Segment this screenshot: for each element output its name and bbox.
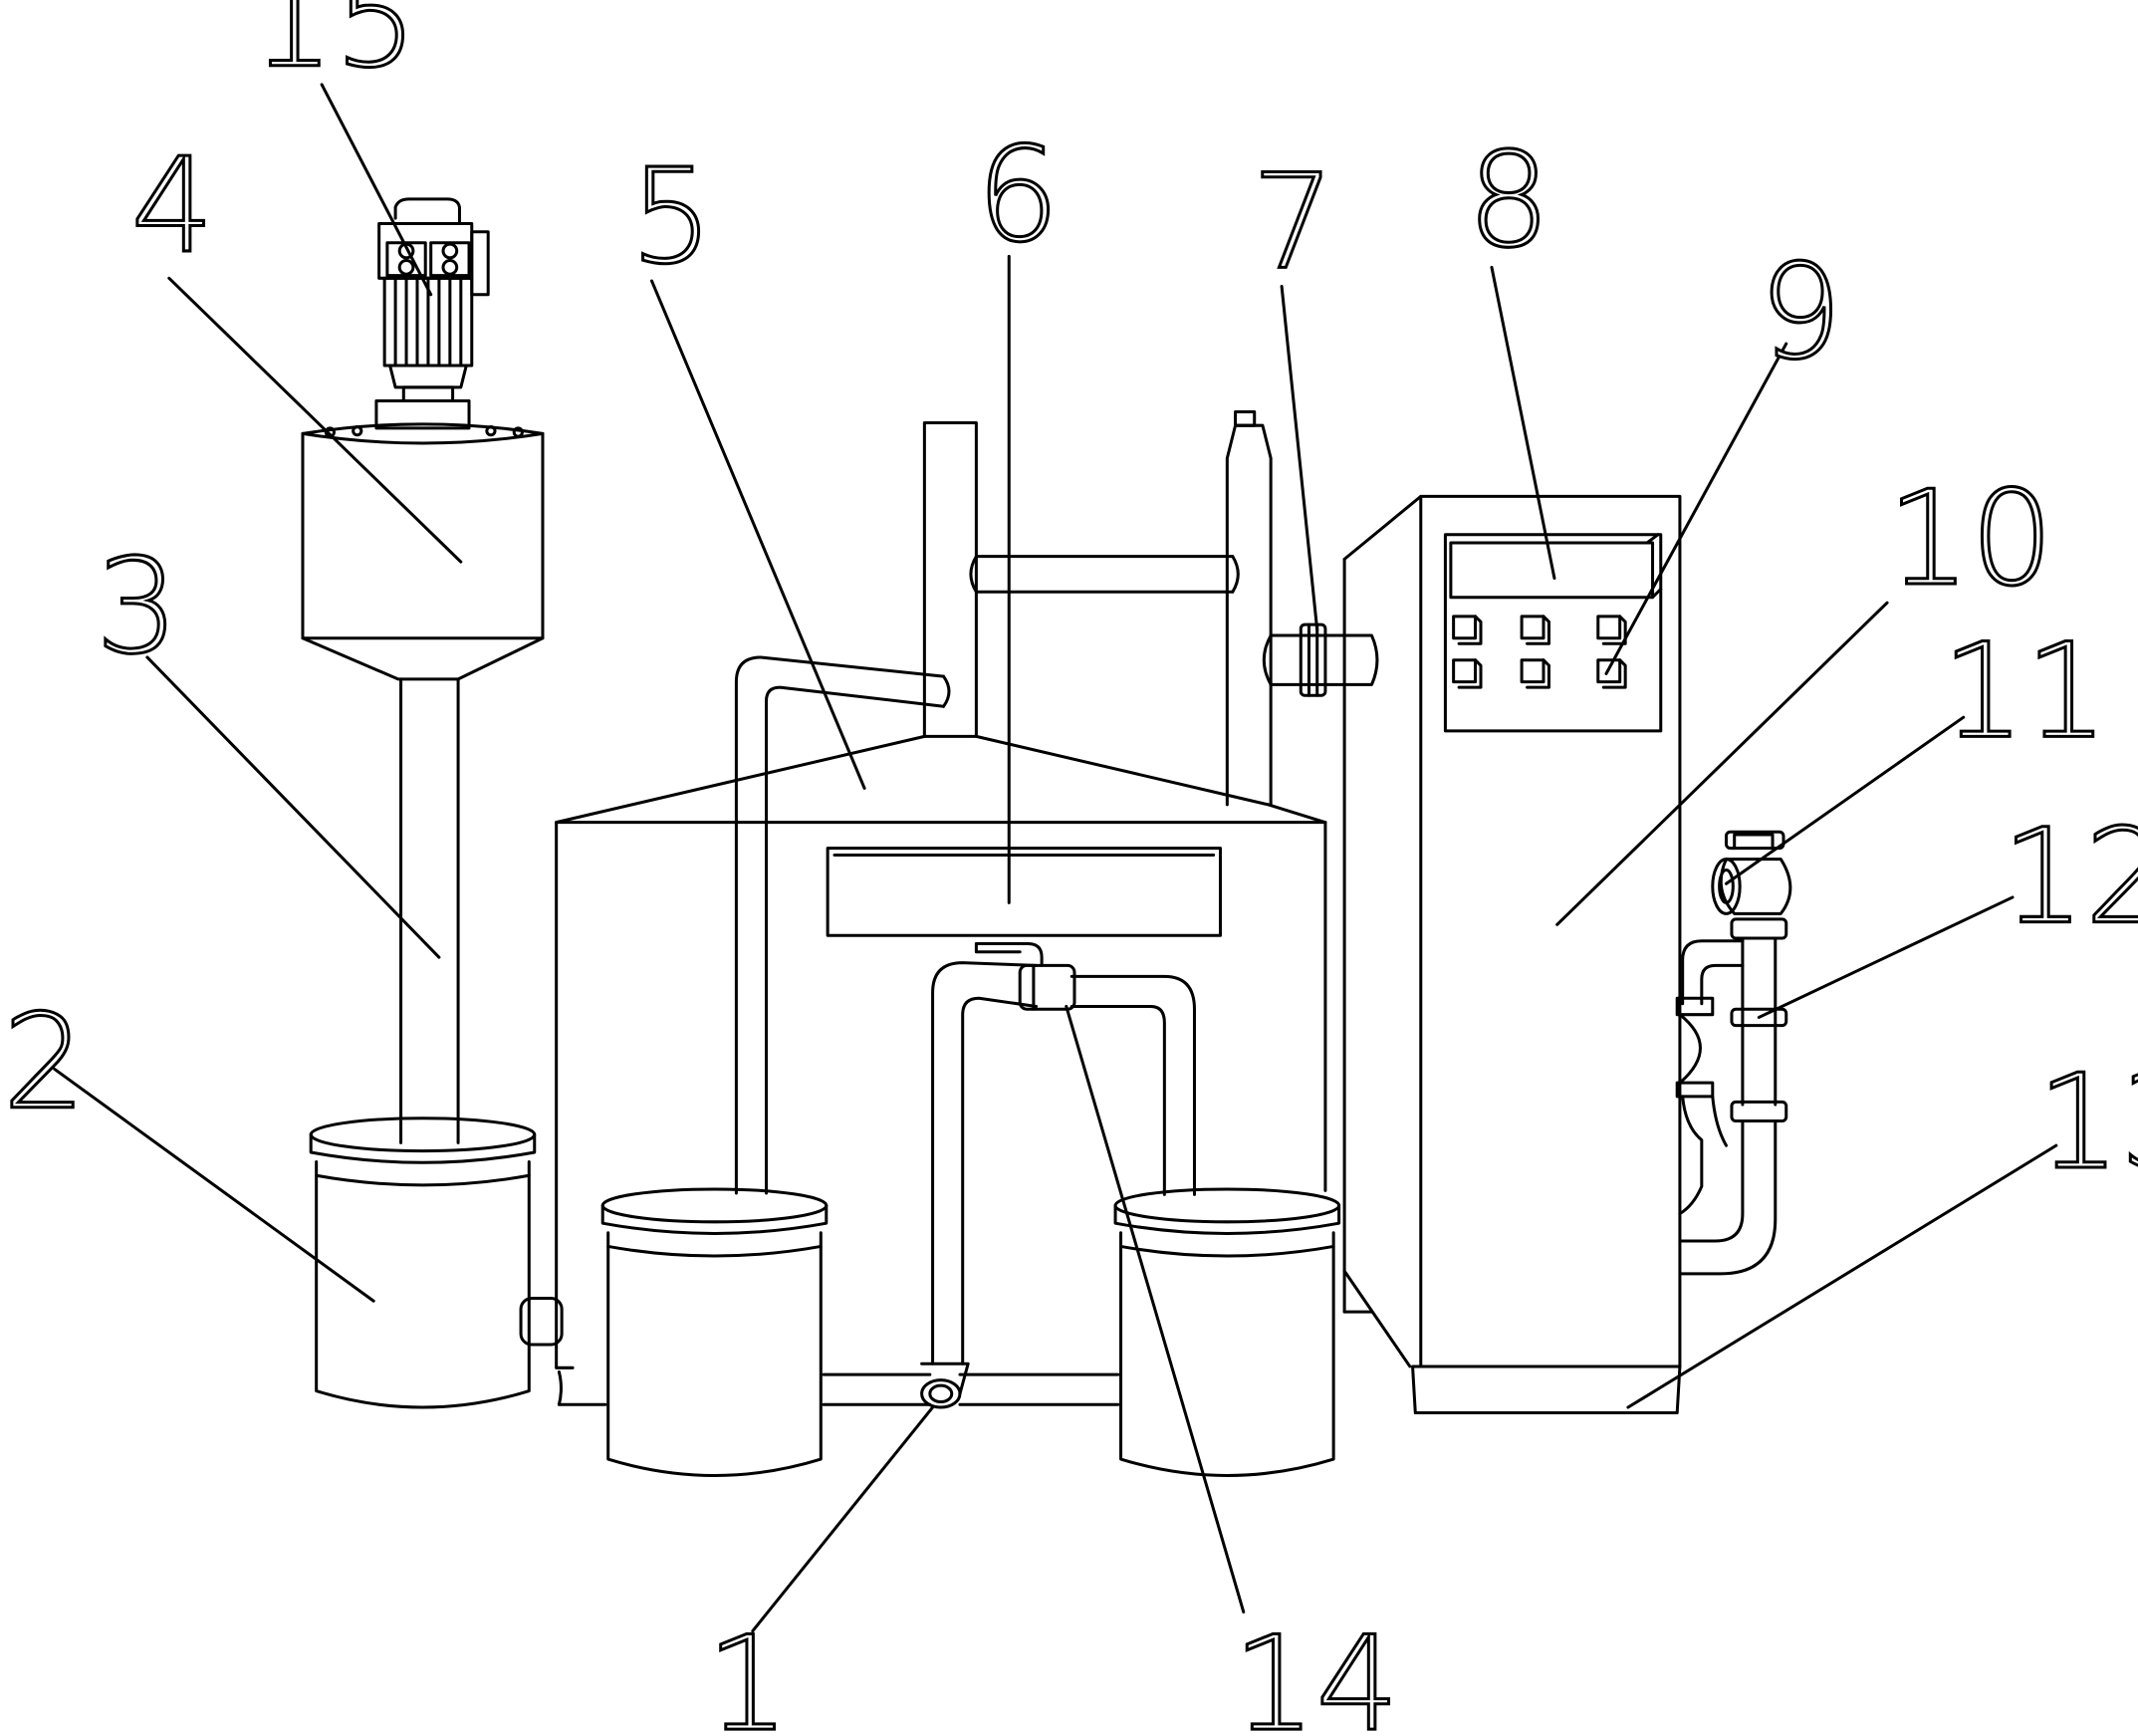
u-pipe-14 xyxy=(920,941,1196,1409)
left-canister xyxy=(600,1187,829,1477)
hopper-4 xyxy=(301,422,545,681)
label-6: 6 xyxy=(976,119,1060,271)
label-10: 10 xyxy=(1887,462,2053,615)
buttons-9 xyxy=(1452,615,1627,689)
valve-7 xyxy=(1262,622,1379,697)
side-pipe-12 xyxy=(1675,936,1788,1276)
window-6 xyxy=(826,847,1222,937)
label-15: 15 xyxy=(251,0,417,97)
cabinet-10 xyxy=(1342,494,1682,1415)
main-tank-5 xyxy=(555,734,1327,1406)
top-pipes xyxy=(922,409,1273,807)
label-11: 11 xyxy=(1942,615,2108,767)
label-8: 8 xyxy=(1467,124,1550,276)
label-12: 12 xyxy=(2002,801,2138,953)
pipe-3 xyxy=(399,677,460,1144)
display-8 xyxy=(1443,533,1663,733)
label-3: 3 xyxy=(96,530,179,682)
label-13: 13 xyxy=(2037,1046,2138,1198)
label-14: 14 xyxy=(1233,1608,1399,1736)
inlet-pipe xyxy=(734,655,951,1195)
motor-15 xyxy=(374,197,490,430)
label-5: 5 xyxy=(630,140,714,293)
label-4: 4 xyxy=(130,129,214,282)
label-9: 9 xyxy=(1759,236,1842,388)
right-canister xyxy=(1113,1187,1341,1477)
leader-lines xyxy=(53,83,2058,1633)
side-pump-11 xyxy=(1711,830,1792,940)
label-2: 2 xyxy=(3,986,87,1138)
label-1: 1 xyxy=(706,1608,790,1736)
label-7: 7 xyxy=(1252,145,1335,298)
tank-2 xyxy=(309,1116,564,1409)
